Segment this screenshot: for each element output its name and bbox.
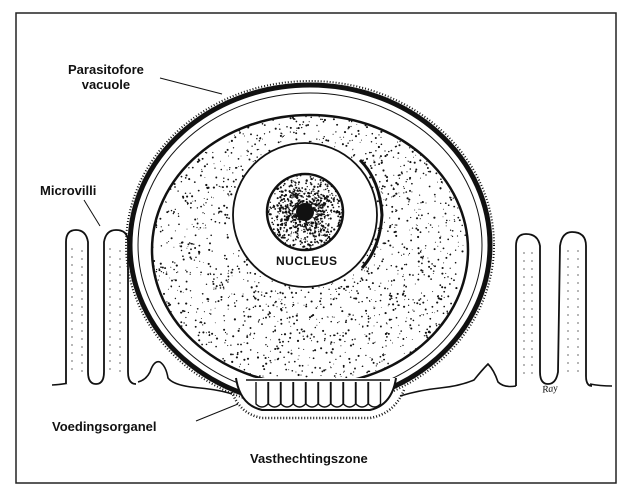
vacuole-pointer: [160, 78, 222, 94]
label-feeding-organelle: Voedingsorganel: [52, 419, 157, 434]
microvilli-pointer: [84, 200, 100, 226]
label-microvilli: Microvilli: [40, 183, 96, 198]
label-attachment-zone: Vasthechtingszone: [250, 451, 368, 466]
label-line: Parasitofore: [68, 62, 144, 77]
label-line: vacuole: [68, 77, 144, 92]
feeding-organelle: [232, 378, 404, 418]
label-parasitophorous-vacuole: Parasitofore vacuole: [68, 62, 144, 92]
microvilli-right: [516, 232, 592, 386]
feeding-organelle-pointer: [196, 404, 238, 421]
label-nucleus: NUCLEUS: [276, 254, 338, 269]
microvillus: [516, 232, 592, 386]
microvilli-left: [66, 230, 136, 384]
nucleolus-core: [296, 203, 314, 221]
microvillus: [66, 230, 136, 384]
artist-signature: Ray: [541, 383, 559, 396]
